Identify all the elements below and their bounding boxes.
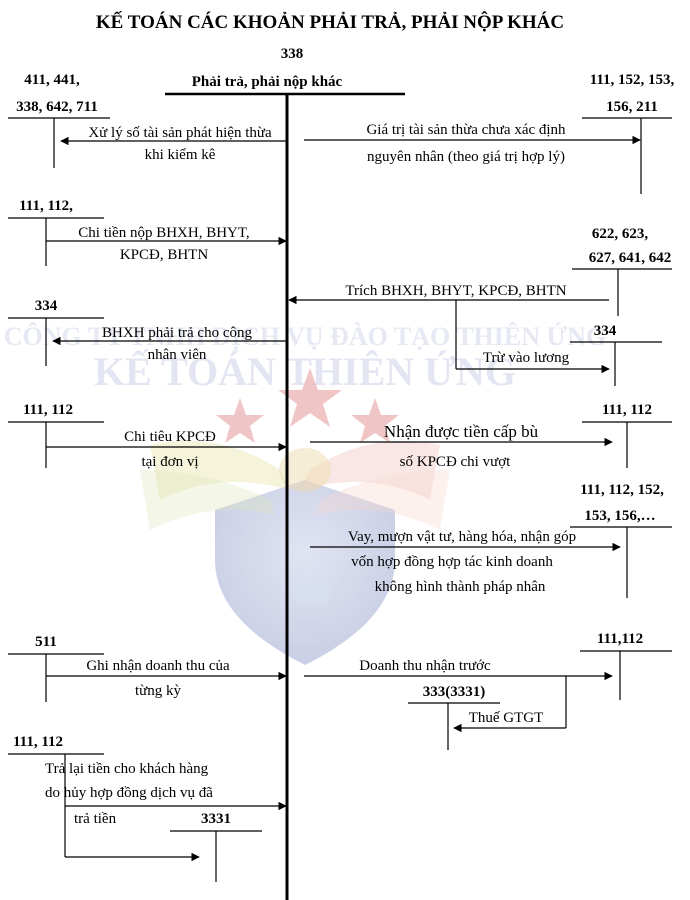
diagram-title: KẾ TOÁN CÁC KHOẢN PHẢI TRẢ, PHẢI NỘP KHÁ…	[96, 11, 564, 33]
star-icon-right	[351, 398, 399, 443]
entry-right-2: 622, 623, 627, 641, 642 Trích BHXH, BHYT…	[288, 226, 672, 386]
label-left-6a: Trả lại tiền cho khách hàng	[45, 761, 209, 777]
account-code-left-6-tax: 3331	[201, 811, 231, 827]
account-code-right-1: 111, 152, 153,	[590, 72, 675, 88]
entry-right-1: 111, 152, 153, 156, 211 Giá trị tài sản …	[304, 72, 675, 194]
label-right-1a: Giá trị tài sản thừa chưa xác định	[366, 122, 566, 138]
label-right-2-sub: Trừ vào lương	[483, 350, 570, 366]
entry-left-4: 111, 112 Chi tiêu KPCĐ tại đơn vị	[8, 402, 287, 470]
entry-left-1: 411, 441, 338, 642, 711 Xử lý số tài sản…	[8, 72, 287, 168]
account-code-left-3: 334	[35, 298, 58, 314]
account-code: 338	[281, 46, 304, 62]
wing-left-icon	[150, 440, 290, 500]
account-code-right-5-sub: 333(3331)	[423, 684, 486, 700]
shield-icon	[215, 480, 395, 665]
computer-icon	[295, 580, 329, 604]
wing-left-lower-icon	[140, 470, 275, 530]
account-code-left-4: 111, 112	[23, 402, 73, 418]
label-left-5b: từng kỳ	[135, 683, 182, 699]
label-left-4b: tại đơn vị	[141, 454, 198, 470]
label-left-2b: KPCĐ, BHTN	[120, 247, 209, 263]
entry-right-3: 111, 112 Nhận được tiền cấp bù số KPCĐ c…	[310, 402, 672, 470]
watermark-company-name: CÔNG TY TNHH DỊCH VỤ ĐÀO TẠO THIÊN ỨNG	[4, 322, 606, 351]
account-code-left-5: 511	[35, 634, 57, 650]
label-left-3a: BHXH phải trả cho công	[102, 325, 252, 341]
entry-right-5: 111,112 Doanh thu nhận trước 333(3331) T…	[304, 631, 672, 750]
eagle-head-icon	[279, 448, 331, 492]
label-left-2a: Chi tiền nộp BHXH, BHYT,	[78, 225, 249, 241]
label-right-4b: vốn hợp đồng hợp tác kinh doanh	[351, 554, 553, 570]
account-code-right-2: 622, 623,	[592, 226, 649, 242]
account-code-left-1: 411, 441,	[24, 72, 80, 88]
label-left-1b: khi kiểm kê	[145, 147, 216, 163]
entry-left-6: 111, 112 Trả lại tiền cho khách hàng do …	[8, 734, 287, 882]
wing-right-icon	[300, 440, 440, 500]
label-right-2a: Trích BHXH, BHYT, KPCĐ, BHTN	[345, 283, 566, 299]
label-left-5a: Ghi nhận doanh thu của	[86, 658, 230, 674]
account-code-right-4: 111, 112, 152,	[580, 482, 664, 498]
wing-right-lower-icon	[315, 470, 450, 530]
star-icon-left	[216, 398, 264, 443]
entry-right-4: 111, 112, 152, 153, 156,… Vay, mượn vật …	[310, 482, 672, 598]
label-left-1a: Xử lý số tài sản phát hiện thừa	[88, 125, 272, 141]
account-code-right-1b: 156, 211	[606, 99, 658, 115]
account-code-right-2b: 627, 641, 642	[589, 250, 672, 266]
label-right-5-sub: Thuế GTGT	[469, 710, 544, 726]
label-right-5: Doanh thu nhận trước	[359, 658, 491, 674]
account-code-right-4b: 153, 156,…	[584, 508, 655, 524]
entry-left-2: 111, 112, Chi tiền nộp BHXH, BHYT, KPCĐ,…	[8, 198, 287, 266]
account-code-left-2: 111, 112,	[19, 198, 73, 214]
label-right-1b: nguyên nhân (theo giá trị hợp lý)	[367, 149, 565, 165]
entry-left-3: 334 BHXH phải trả cho công nhân viên	[8, 298, 287, 366]
account-code-right-5: 111,112	[597, 631, 643, 647]
label-left-3b: nhân viên	[148, 347, 207, 363]
watermark-brand-name: KẾ TOÁN THIÊN ỨNG	[94, 349, 516, 394]
label-right-3b: số KPCĐ chi vượt	[400, 454, 511, 470]
account-code-right-2-sub: 334	[594, 323, 617, 339]
label-left-4a: Chi tiêu KPCĐ	[124, 429, 216, 445]
watermark-logo: CÔNG TY TNHH DỊCH VỤ ĐÀO TẠO THIÊN ỨNG K…	[4, 322, 606, 665]
account-code-left-6: 111, 112	[13, 734, 63, 750]
label-right-3a: Nhận được tiền cấp bù	[384, 422, 539, 441]
star-icon-center	[278, 368, 342, 427]
account-code-left-1b: 338, 642, 711	[16, 99, 98, 115]
label-right-4c: không hình thành pháp nhân	[375, 579, 546, 595]
label-left-6c: trả tiền	[74, 811, 117, 827]
entry-left-5: 511 Ghi nhận doanh thu của từng kỳ	[8, 634, 287, 702]
label-right-4a: Vay, mượn vật tư, hàng hóa, nhận góp	[348, 529, 576, 545]
account-name: Phải trả, phải nộp khác	[192, 74, 343, 90]
account-code-right-3: 111, 112	[602, 402, 652, 418]
label-left-6b: do hủy hợp đồng dịch vụ đã	[45, 785, 213, 801]
